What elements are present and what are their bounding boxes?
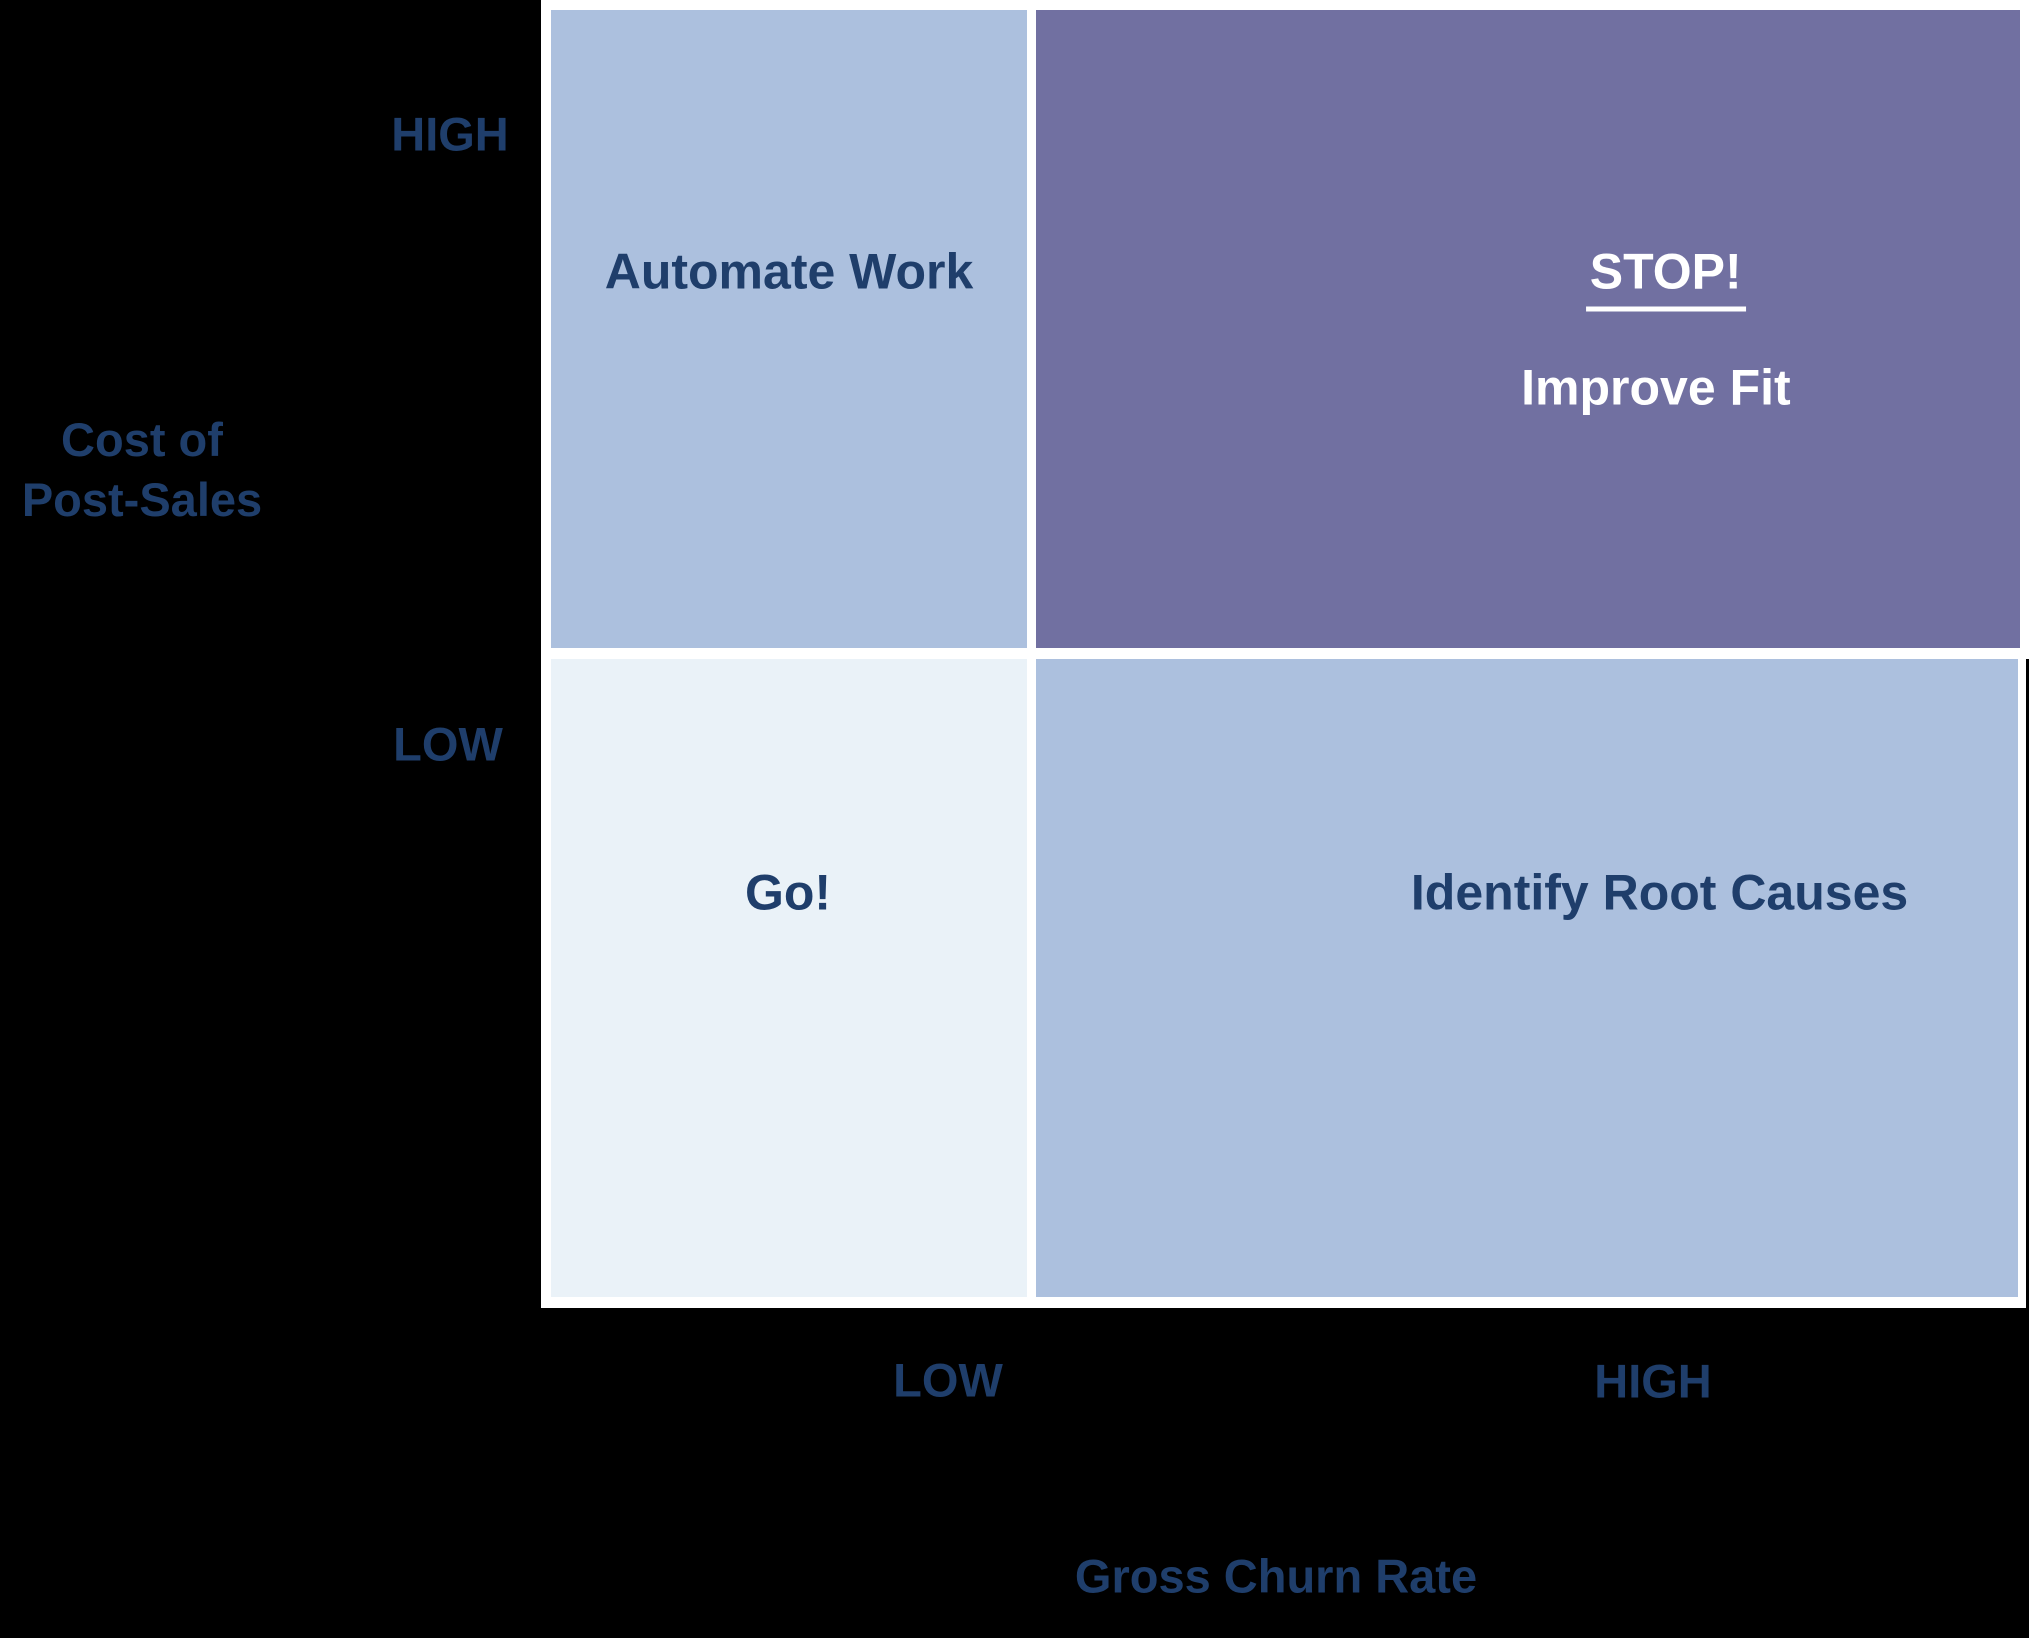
quadrant-label-identify-root-causes: Identify Root Causes	[1410, 864, 1909, 921]
quadrant-bottom-left: Go!	[551, 659, 1027, 1297]
y-axis-low-label: LOW	[393, 717, 503, 771]
stop-underlined-text: STOP!	[1585, 244, 1746, 312]
quadrant-label-go: Go!	[745, 864, 832, 921]
right-edge-strip	[2026, 659, 2029, 1308]
y-axis-high-label: HIGH	[391, 107, 509, 161]
y-axis-title-line2: Post-Sales	[21, 473, 263, 526]
quadrant-bottom-right: Identify Root Causes	[1036, 659, 2018, 1297]
quadrant-label-automate-work: Automate Work	[604, 243, 974, 300]
quadrant-top-right: STOP! Improve Fit	[1036, 10, 2020, 648]
y-axis-title: Cost of Post-Sales	[22, 410, 262, 530]
x-axis-title: Gross Churn Rate	[1074, 1549, 1478, 1603]
x-axis-low-label: LOW	[893, 1353, 1003, 1407]
y-axis-title-line1: Cost of	[61, 413, 223, 466]
quadrant-label-improve-fit: Improve Fit	[1521, 359, 1791, 416]
quadrant-label-stop: STOP!	[1585, 244, 1746, 312]
quadrant-top-left: Automate Work	[551, 10, 1027, 648]
x-axis-high-label: HIGH	[1594, 1354, 1712, 1408]
